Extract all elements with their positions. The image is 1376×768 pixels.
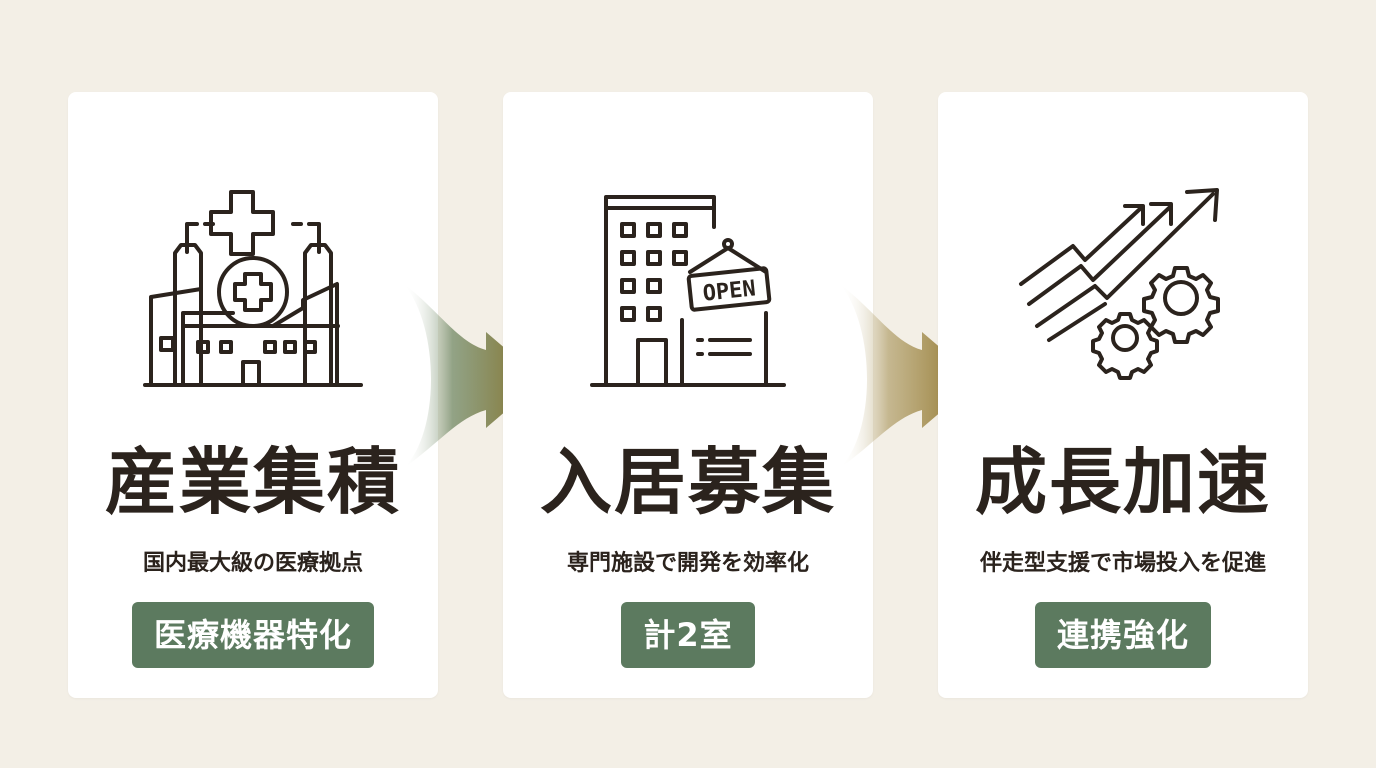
growth-arrows-gears-icon (1019, 188, 1220, 380)
open-sign-text: OPEN (702, 276, 757, 306)
step-badge: 計2室 (621, 602, 755, 668)
step-title: 産業集積 (104, 439, 401, 524)
step-card-industry-cluster: 産業集積 国内最大級の医療拠点 医療機器特化 (68, 92, 438, 698)
factory-medical-cross-icon (143, 190, 363, 387)
step-subtitle: 伴走型支援で市場投入を促進 (979, 551, 1266, 576)
step-subtitle: 国内最大級の医療拠点 (142, 551, 363, 576)
step-badge: 医療機器特化 (131, 602, 374, 668)
step-title: 成長加速 (974, 439, 1271, 524)
step-card-tenant-recruitment: OPEN 入居募集 専門施設で開発を効率化 計2室 (503, 92, 873, 698)
step-badge: 連携強化 (1034, 602, 1211, 668)
step-subtitle: 専門施設で開発を効率化 (566, 551, 809, 576)
step-card-growth-acceleration: 成長加速 伴走型支援で市場投入を促進 連携強化 (938, 92, 1308, 698)
step-title: 入居募集 (539, 439, 836, 524)
building-open-sign-icon: OPEN (590, 195, 786, 387)
